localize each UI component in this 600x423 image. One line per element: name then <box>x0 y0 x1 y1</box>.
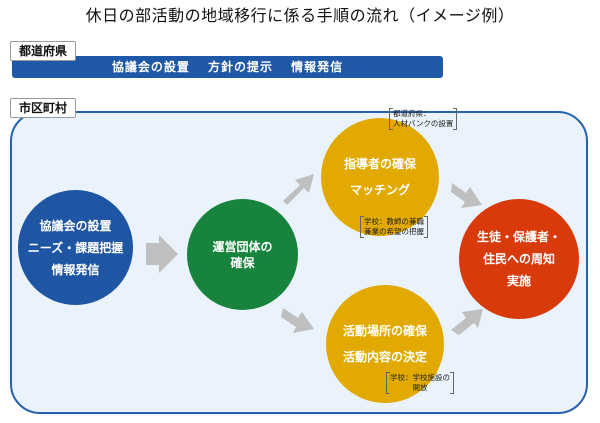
note-school-facility-opening: 学校：学校施設の 開放 <box>386 372 454 394</box>
note-school-facility-line-2: 開放 <box>412 383 428 392</box>
note-prefecture-talent-bank: 都道府県： 人材バンクの設置 <box>389 108 458 130</box>
prefecture-bar-text: 協議会の設置 方針の提示 情報発信 <box>111 60 344 74</box>
publicity-line-3: 実施 <box>506 274 531 288</box>
note-school-facility-line-1: 学校：学校施設の <box>390 373 450 382</box>
publicity-line-2: 住民への周知 <box>482 252 555 266</box>
council-node: 協議会の設置 ニーズ・課題把握 情報発信 <box>18 190 133 305</box>
operator-node: 運営団体の 確保 <box>187 199 298 310</box>
instructors-line-1: 指導者の確保 <box>343 157 416 171</box>
venue-line-2: 活動内容の決定 <box>342 350 427 364</box>
operator-line-1: 運営団体の <box>212 239 273 254</box>
publicity-node: 生徒・保護者・ 住民への周知 実施 <box>459 199 579 319</box>
operator-line-2: 確保 <box>230 255 255 270</box>
municipality-tag: 市区町村 <box>10 98 77 118</box>
note-school-teacher-side-job: 学校：教師の兼職 兼業の希望の把握 <box>360 216 428 238</box>
note-school-teacher-line-1: 学校：教師の兼職 <box>364 217 424 226</box>
note-prefecture-line-1: 都道府県： <box>393 109 431 118</box>
council-line-2: ニーズ・課題把握 <box>27 240 124 255</box>
note-school-teacher-line-2: 兼業の希望の把握 <box>364 227 424 236</box>
publicity-line-1: 生徒・保護者・ <box>476 230 561 244</box>
council-line-3: 情報発信 <box>51 262 100 277</box>
venue-node: 活動場所の確保 活動内容の決定 <box>326 285 444 403</box>
prefecture-tag: 都道府県 <box>10 41 77 61</box>
instructors-line-2: マッチング <box>349 183 410 197</box>
prefecture-bar: 協議会の設置 方針の提示 情報発信 <box>12 56 443 78</box>
venue-line-1: 活動場所の確保 <box>342 324 427 338</box>
note-prefecture-line-2: 人材バンクの設置 <box>393 119 454 128</box>
page-title: 休日の部活動の地域移行に係る手順の流れ（イメージ例） <box>85 6 515 25</box>
instructors-node: 指導者の確保 マッチング <box>321 118 439 236</box>
council-line-1: 協議会の設置 <box>39 218 112 233</box>
